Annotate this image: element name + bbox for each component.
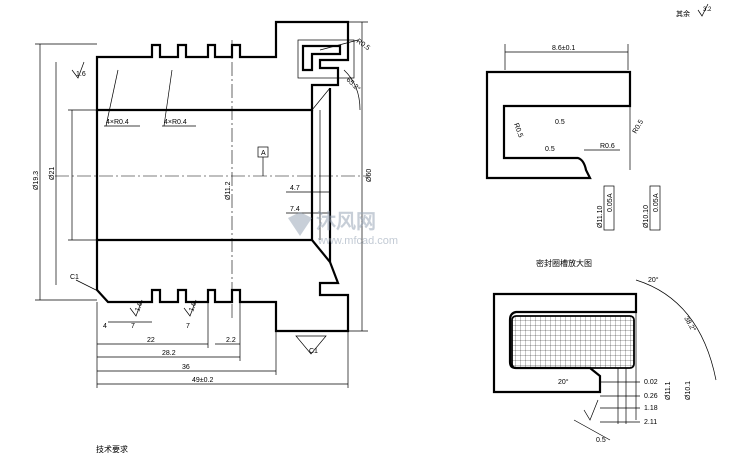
dim-0-26: 0.26 xyxy=(644,393,658,400)
dim-flange-diameter: Ø60 xyxy=(366,169,373,182)
dim-groove-radius-b: 4×R0.4 xyxy=(164,119,187,126)
tol-left-datum: A xyxy=(607,193,614,198)
watermark-logo-icon xyxy=(288,212,312,236)
dim-r05-bottom: 0.5 xyxy=(596,437,606,444)
dim-len-total: 49±0.2 xyxy=(192,377,213,384)
dim-r-mid: 0.5 xyxy=(555,119,565,126)
dim-r-big: 38.2° xyxy=(682,315,697,333)
dim-1-18: 1.18 xyxy=(644,405,658,412)
watermark-url: www.mfcad.com xyxy=(317,235,398,247)
dim-outer-diameter: Ø19.3 xyxy=(33,171,40,190)
dia-a: Ø11.1 xyxy=(665,381,672,400)
tol-left-dia: Ø11.10 xyxy=(597,205,604,228)
roughness-groove-1: 1.6 xyxy=(134,301,144,313)
dim-angle-r05: R0.5 xyxy=(355,38,371,52)
corner-note: 其余 xyxy=(676,9,690,18)
groove-detail-top: 8.6±0.1 R0.5 0.5 R0.5 0.5 R0.6 Ø11.10 0.… xyxy=(485,44,661,231)
main-section-view: C1 Ø19.3 Ø21 Ø60 Ø11.2 A 4.7 7.4 4×R0.4 … xyxy=(33,20,373,388)
dim-r-left: R0.5 xyxy=(512,122,524,138)
watermark-brand: 沐风网 xyxy=(316,210,376,233)
tol-right-val: 0.05 xyxy=(653,198,660,212)
dim-angle-65: 65.2° xyxy=(345,76,362,93)
dim-r-corner: R0.6 xyxy=(600,143,615,150)
dim-len-7b: 7 xyxy=(186,323,190,330)
groove-detail-bottom: 20° 38.2° 20° 0.02 0.26 1.18 2.11 Ø11.1 … xyxy=(492,276,717,444)
tol-right-datum: A xyxy=(653,193,660,198)
corner-value: 3.2 xyxy=(703,7,712,13)
tol-right-dia: Ø10.10 xyxy=(643,205,650,228)
dim-r-bottom: 0.5 xyxy=(545,146,555,153)
dim-len-22: 22 xyxy=(147,337,155,344)
dim-0-02: 0.02 xyxy=(644,379,658,386)
roughness-groove-2: 1.6 xyxy=(188,301,198,313)
dim-2-11: 2.11 xyxy=(644,419,657,426)
dim-step-4-7: 4.7 xyxy=(290,185,300,192)
chamfer-c1-label: C1 xyxy=(70,274,79,281)
chamfer-c1-bottom-label: C1 xyxy=(309,348,318,355)
dim-len-7a: 7 xyxy=(131,323,135,330)
roughness-top-left: 1.6 xyxy=(76,71,86,78)
detail-caption: 密封圈槽放大图 xyxy=(536,258,592,268)
tech-requirements-title: 技术要求 xyxy=(96,444,128,454)
watermark: 沐风网 www.mfcad.com xyxy=(288,210,398,247)
dim-step-7-4: 7.4 xyxy=(290,206,300,213)
datum-label: A xyxy=(261,150,266,157)
dim-bore-diameter: Ø11.2 xyxy=(225,181,232,200)
angle-top: 20° xyxy=(648,276,659,284)
dim-len-2-2: 2.2 xyxy=(226,337,236,344)
dim-groove-radius-a: 4×R0.4 xyxy=(106,119,129,126)
dim-len-4: 4 xyxy=(103,323,107,330)
dia-b: Ø10.1 xyxy=(685,381,692,400)
dim-r-right: R0.5 xyxy=(632,119,646,135)
dim-len-28-2: 28.2 xyxy=(162,350,176,357)
angle-left: 20° xyxy=(558,378,569,386)
dim-width-8-6: 8.6±0.1 xyxy=(552,45,575,52)
dim-inner-diameter: Ø21 xyxy=(49,167,56,180)
upper-wall-section xyxy=(95,20,350,112)
lower-wall-section xyxy=(95,238,350,333)
tol-left-val: 0.05 xyxy=(607,198,614,212)
dim-len-36: 36 xyxy=(182,364,190,371)
